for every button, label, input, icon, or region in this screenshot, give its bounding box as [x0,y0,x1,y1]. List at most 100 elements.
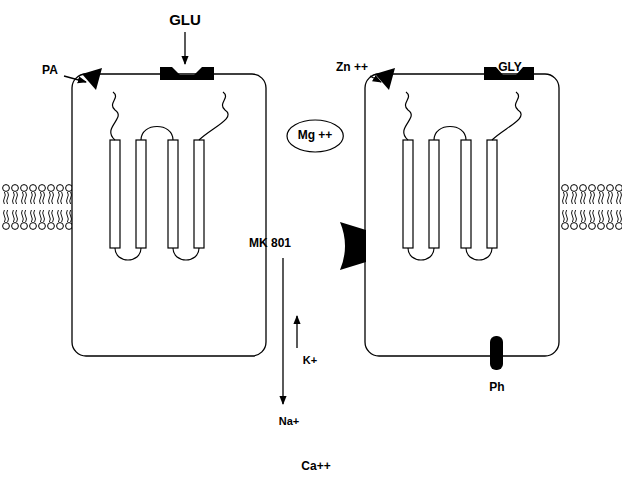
zn-site [375,68,395,90]
lipid-tail [34,192,36,204]
lipid-head [571,223,578,230]
lipid-tail [593,210,595,222]
lipid-tail [620,210,622,222]
lipid-tail [16,192,18,204]
lipid-tail [67,210,69,222]
lipid-head [3,223,10,230]
ion-label: Zn ++ [336,61,368,75]
lipid-tail [22,192,24,204]
n-terminal-tail [492,92,521,140]
loop [115,248,141,260]
lipid-head [30,223,37,230]
drug-label: MK 801 [249,237,291,251]
lipid-tail [49,210,51,222]
lipid-head [562,185,569,192]
lipid-tail [25,210,27,222]
n-terminal-tail [111,92,119,140]
n-terminal-tail [404,92,412,140]
lipid-head [30,185,37,192]
lipid-tail [584,192,586,204]
helix [429,140,439,248]
lipid-tail [58,210,60,222]
mk801-site [340,222,366,270]
lipid-head [580,185,587,192]
lipid-tail [67,192,69,204]
loop [141,127,173,141]
lipid-tail [40,192,42,204]
pa-site [82,68,102,90]
pa-arrow [64,76,86,82]
lipid-tail [16,210,18,222]
helix [168,140,178,248]
lipid-tail [49,192,51,204]
lipid-head [598,185,605,192]
lipid-tail [563,210,565,222]
lipid-tail [599,210,601,222]
lipid-tail [43,210,45,222]
lipid-tail [4,210,6,222]
lipid-tail [572,192,574,204]
helix [487,140,497,248]
lipid-head [616,185,622,192]
ion-label: K+ [303,354,317,367]
lipid-tail [602,192,604,204]
ligand-label: GLY [498,61,522,75]
lipid-head [57,185,64,192]
glu-arrow [184,32,185,64]
ion-label: Mg ++ [298,129,333,143]
lipid-head [21,223,28,230]
lipid-tail [590,210,592,222]
receptor-subunit [72,74,266,356]
lipid-head [580,223,587,230]
lipid-tail [617,210,619,222]
lipid-tail [581,192,583,204]
lipid-tail [572,210,574,222]
ligand-label: GLU [169,11,201,28]
lipid-tail [566,210,568,222]
ion-label: Ca++ [301,460,330,474]
lipid-tail [566,192,568,204]
loop [434,127,466,141]
lipid-head [48,185,55,192]
loop [173,248,199,260]
ligand-label: PA [42,64,58,78]
lipid-tail [563,192,565,204]
lipid-tail [25,192,27,204]
lipid-tail [611,210,613,222]
lipid-tail [13,210,15,222]
zn-arrow [370,76,381,82]
lipid-tail [611,192,613,204]
k-efflux-arrow [296,316,297,348]
lipid-head [39,223,46,230]
helix [110,140,120,248]
site-label: Ph [489,381,504,395]
helix [403,140,413,248]
lipid-tail [70,210,72,222]
helix [136,140,146,248]
lipid-head [48,223,55,230]
lipid-head [571,185,578,192]
lipid-tail [4,192,6,204]
lipid-tail [31,210,33,222]
ion-label: Na+ [279,415,300,428]
lipid-tail [7,192,9,204]
lipid-tail [40,210,42,222]
lipid-tail [590,192,592,204]
transmembrane-helices [110,92,521,260]
lipid-head [39,185,46,192]
lipid-head [589,185,596,192]
lipid-head [12,185,19,192]
lipid-tail [43,192,45,204]
lipid-head [607,223,614,230]
lipid-head [598,223,605,230]
lipid-tail [575,192,577,204]
lipid-head [21,185,28,192]
lipid-tail [581,210,583,222]
lipid-head [57,223,64,230]
lipid-tail [61,210,63,222]
ion-ellipse: Mg ++ [286,119,344,153]
glu-site [160,67,214,80]
lipid-tail [61,192,63,204]
lipid-tail [593,192,595,204]
